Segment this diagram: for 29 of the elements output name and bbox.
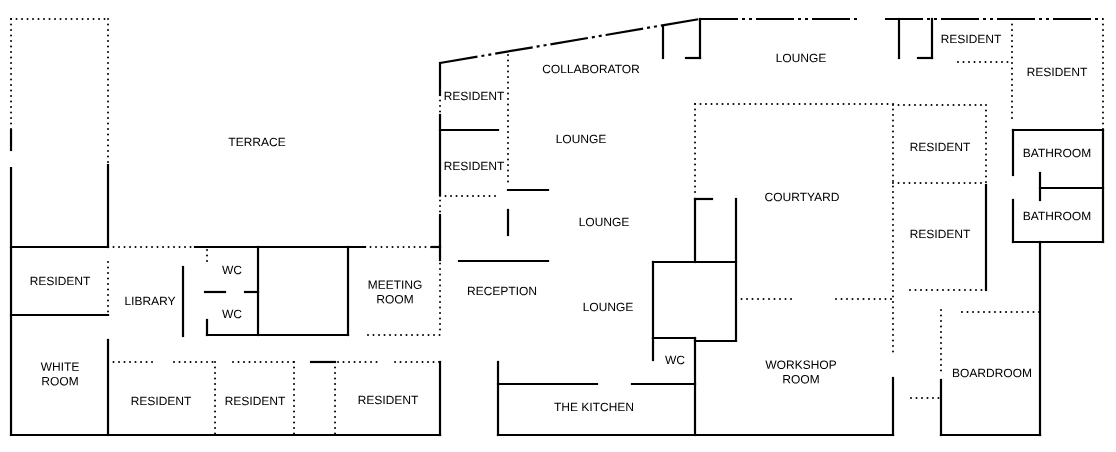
- room-label: RECEPTION: [468, 286, 537, 296]
- room-label: COLLABORATOR: [542, 64, 640, 74]
- room-label: THE KITCHEN: [554, 402, 633, 412]
- room-label: RESIDENT: [910, 229, 971, 239]
- room-label: RESIDENT: [225, 396, 286, 406]
- room-label: BOARDROOM: [953, 368, 1031, 378]
- room-label: WC: [665, 355, 685, 365]
- room-label: LOUNGE: [579, 217, 629, 227]
- room-label: WC: [222, 309, 242, 319]
- room-label: WORKSHOP ROOM: [765, 360, 837, 384]
- room-label: MEETING ROOM: [368, 280, 422, 304]
- room-label: LOUNGE: [776, 53, 826, 63]
- room-label: RESIDENT: [131, 396, 192, 406]
- room-label: LOUNGE: [583, 302, 633, 312]
- room-label: RESIDENT: [444, 91, 505, 101]
- room-label: RESIDENT: [1027, 67, 1088, 77]
- room-label: WHITE ROOM: [40, 362, 79, 386]
- room-label: BATHROOM: [1023, 148, 1091, 158]
- room-label: BATHROOM: [1023, 211, 1091, 221]
- room-label: COURTYARD: [765, 192, 839, 202]
- room-label: RESIDENT: [358, 395, 419, 405]
- room-label: RESIDENT: [910, 142, 971, 152]
- room-label: TERRACE: [228, 137, 286, 147]
- room-label: LOUNGE: [556, 134, 606, 144]
- room-label: RESIDENT: [444, 161, 505, 171]
- room-label: LIBRARY: [125, 296, 176, 306]
- room-label: WC: [222, 265, 242, 275]
- room-label: RESIDENT: [30, 276, 91, 286]
- room-label: RESIDENT: [941, 34, 1002, 44]
